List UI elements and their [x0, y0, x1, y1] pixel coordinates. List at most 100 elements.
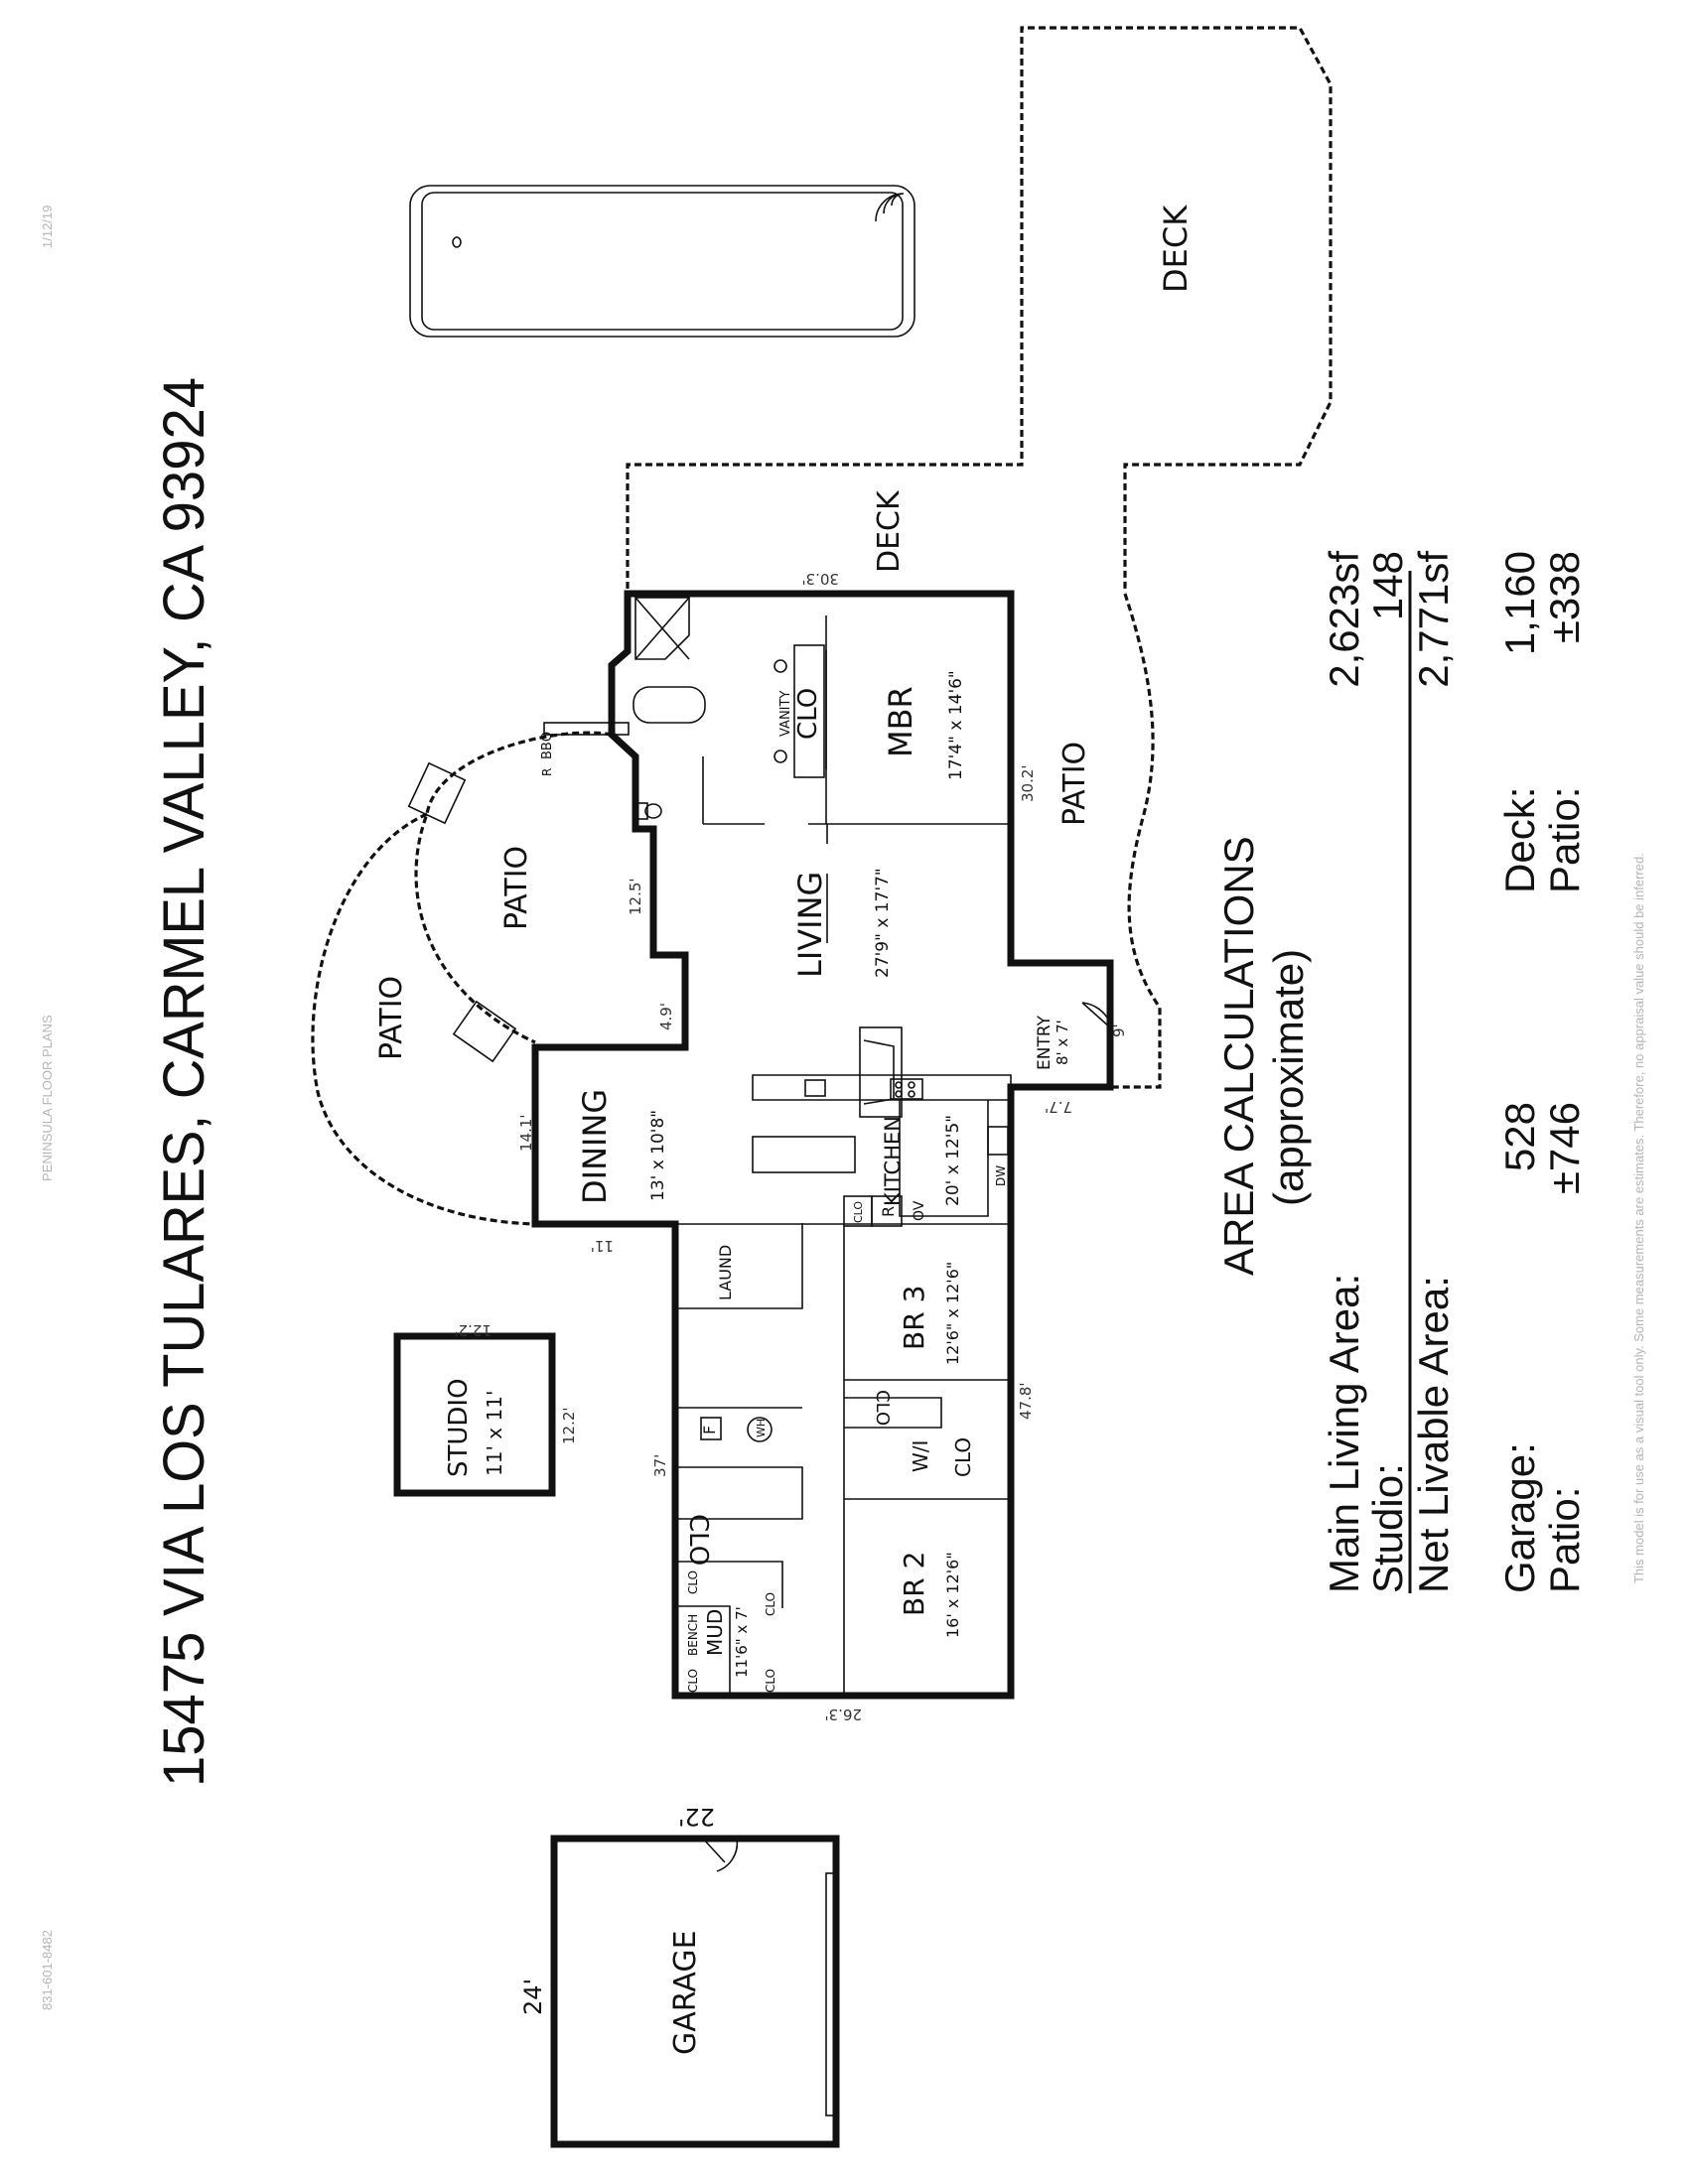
main-living-value: 2,623sf [1321, 551, 1367, 688]
dining-size: 13' x 10'8" [648, 1110, 668, 1201]
water-heater-label: WH [755, 1419, 768, 1437]
patio-right-outline [1110, 593, 1162, 1089]
water-heater-icon [747, 1417, 773, 1442]
dim-garage-top: 22' [678, 1803, 715, 1831]
garage-door [825, 1872, 839, 2116]
dim-patio-125: 12.5' [627, 878, 644, 915]
patio-area-label: Patio: [1541, 1487, 1588, 1593]
kitchen-label: KITCHEN [881, 1116, 905, 1206]
mbr-size: 17'4" x 14'6" [946, 670, 966, 780]
vanity-label: VANITY [778, 691, 793, 737]
furnace-label: F [700, 1426, 719, 1434]
studio-walls [393, 1332, 556, 1497]
patio2-area-label: Patio: [1541, 787, 1588, 893]
studio-label: STUDIO [444, 1378, 474, 1477]
bbq-r-label: R [540, 768, 554, 776]
net-livable-label: Net Livable Area: [1410, 1276, 1457, 1593]
bath2-clo-label-2: CLO [764, 1669, 777, 1693]
dim-studio-right: 12.2' [560, 1407, 578, 1444]
garage-area-label: Garage: [1496, 1442, 1543, 1593]
patio-outer-label: PATIO [374, 976, 409, 1060]
entry-label: ENTRY [1035, 1015, 1055, 1070]
dishwasher-label: DW [994, 1165, 1008, 1186]
kitchen [752, 1074, 1012, 1227]
date-stamp: 1/12/19 [40, 205, 55, 248]
kitchen-size: 20' x 12'5" [943, 1115, 963, 1206]
pool [409, 185, 915, 338]
dim-entry-77: 7.7' [1045, 1098, 1072, 1116]
br3-label: BR 3 [898, 1286, 930, 1350]
bedroom-wing [675, 1223, 1011, 1696]
mud-clo-label-2: CLO [686, 1669, 700, 1693]
company-name: PENINSULA FLOOR PLANS [40, 1015, 55, 1181]
laundry-label: LAUND [716, 1245, 735, 1300]
deck-area-value: 1,160 [1496, 551, 1543, 655]
fireplace [859, 1026, 903, 1118]
mbr-label: MBR [882, 686, 919, 757]
walk-in-clo-label: CLO [951, 1437, 975, 1477]
br3-closet-label: CLO [872, 1390, 893, 1426]
bbq-label: BBQ [540, 732, 555, 759]
bench-label: BENCH [686, 1614, 700, 1656]
dim-patio-49: 4.9' [657, 1003, 675, 1030]
patio-right-label: PATIO [1057, 742, 1092, 826]
dim-dining-11: 11' [591, 1237, 614, 1255]
mud-clo-label: CLO [686, 1570, 700, 1594]
dim-right-478: 47.8' [1017, 1382, 1035, 1420]
patio-steps [407, 761, 517, 1063]
dim-top: 30.3' [801, 570, 839, 588]
main-house-walls [531, 590, 1114, 1700]
br2-label: BR 2 [898, 1552, 930, 1616]
deck-label-small: DECK [872, 489, 907, 573]
bath2-clo-label: CLO [764, 1592, 777, 1616]
refrigerator-label: R [879, 1206, 898, 1217]
deck-label-main: DECK [1157, 205, 1195, 293]
deck-area-label: Deck: [1496, 787, 1543, 893]
hall-closet-label: CLO [683, 1514, 713, 1566]
mud-size: 11'6" x 7' [733, 1606, 751, 1678]
walk-in-label: W/I [909, 1440, 932, 1472]
garage-man-door [702, 1838, 739, 1872]
area-heading: AREA CALCULATIONS [1215, 836, 1262, 1276]
dim-entry-9: 9' [1110, 1024, 1128, 1037]
dim-bottom-263: 26.3' [824, 1706, 862, 1723]
company-phone: 831-601-8482 [40, 1930, 55, 2010]
property-address-title: 15475 VIA LOS TULARES, CARMEL VALLEY, CA… [152, 377, 216, 1787]
dim-mbr-right: 30.2' [1019, 764, 1037, 802]
mbr-closet-label: CLO [793, 688, 823, 740]
furnace-icon [700, 1417, 722, 1440]
deck-outline [626, 26, 1333, 611]
garage-area-value: 528 [1496, 1102, 1543, 1171]
patio-inner-outline [414, 731, 613, 1044]
br2-size: 16' x 12'6" [943, 1552, 962, 1638]
living-size: 27'9" x 17'7" [873, 868, 893, 978]
oven-label: OV [912, 1200, 927, 1221]
living-label: LIVING [791, 872, 829, 978]
dining-label: DINING [576, 1089, 614, 1204]
kitchen-clo-label: CLO [852, 1201, 865, 1223]
garage-label: GARAGE [668, 1930, 703, 2055]
studio-area-value: 148 [1364, 551, 1411, 620]
dim-garage-left: 24' [519, 1979, 547, 2015]
br3-size: 12'6" x 12'6" [943, 1262, 962, 1365]
dim-dining-141: 14.1' [517, 1114, 535, 1152]
area-subheading: (approximate) [1265, 949, 1312, 1206]
mud-label: MUD [703, 1609, 727, 1656]
entry-door [1081, 1002, 1111, 1028]
patio-area-value: ±746 [1541, 1102, 1588, 1194]
disclaimer-text: This model is for use as a visual tool o… [1631, 853, 1646, 1583]
bbq-counter [543, 722, 630, 736]
dim-studio-top: 12.2' [454, 1321, 492, 1339]
studio-size: 11' x 11' [483, 1391, 506, 1476]
entry-size: 8' x 7' [1054, 1020, 1071, 1065]
studio-area-label: Studio: [1364, 1463, 1411, 1593]
patio-outer-outline [311, 812, 536, 1226]
net-livable-value: 2,771sf [1410, 551, 1457, 688]
patio-inner-label: PATIO [499, 846, 534, 930]
area-calculations: AREA CALCULATIONS (approximate) Main Liv… [1215, 551, 1588, 1593]
garage-walls [550, 1835, 840, 2148]
dim-left-37: 37' [651, 1454, 669, 1477]
main-living-label: Main Living Area: [1321, 1274, 1367, 1593]
patio2-area-value: ±338 [1541, 551, 1588, 643]
